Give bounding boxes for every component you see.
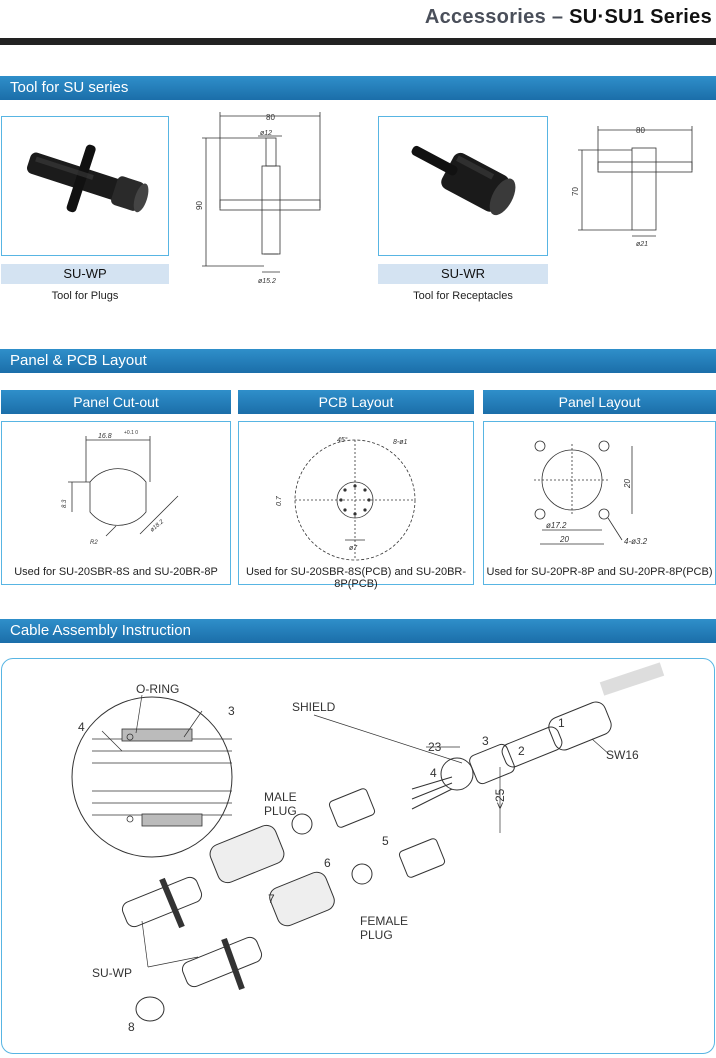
panel-layout-header: Panel Layout	[483, 390, 716, 414]
pcb-layout-caption: Used for SU-20SBR-8S(PCB) and SU-20BR-8P…	[245, 566, 467, 590]
section-header-panel: Panel & PCB Layout	[0, 349, 716, 373]
num-3-right: 3	[482, 734, 489, 748]
num-5: 5	[382, 834, 389, 848]
panel-dia: ø17.2	[546, 521, 567, 530]
su-wp-width: 80	[266, 113, 275, 122]
pcb-layout-header: PCB Layout	[238, 390, 474, 414]
su-wp-desc: Tool for Plugs	[51, 290, 119, 302]
su-wr-height: 70	[571, 187, 580, 196]
pcb-offset: 0.7	[276, 495, 283, 506]
panel-width: 20	[559, 535, 569, 544]
cutout-width-tol: +0.1 0	[124, 430, 138, 436]
panel-height: 20	[623, 479, 632, 489]
assembly-box: O-RING SHIELD MALE PLUG FEMALE PLUG SW16…	[1, 658, 715, 1054]
num-4-right: 4	[430, 766, 437, 780]
su-wp-photo	[1, 116, 169, 256]
page-title: Accessories – SU·SU1 Series	[424, 6, 712, 28]
su-wr-drawing: 80 70 ø21	[570, 120, 710, 260]
label-male-2: PLUG	[264, 804, 297, 818]
num-2: 2	[518, 744, 525, 758]
su-wp-drawing: 80 ø12 90 ø15.2	[192, 108, 342, 288]
su-wr-desc: Tool for Receptacles	[413, 290, 513, 302]
panel-holes: 4-ø3.2	[624, 537, 648, 546]
su-wp-height: 90	[195, 201, 204, 210]
cutout-width: 16.8	[98, 433, 112, 440]
su-wp-top-dia: ø12	[260, 130, 272, 137]
panel-cutout-box: 16.8 +0.1 0 8.3 ø18.2 R2	[1, 421, 231, 585]
su-wr-photo	[378, 116, 548, 256]
label-su-wp: SU-WP	[92, 966, 132, 980]
num-3-left: 3	[228, 704, 235, 718]
label-oring: O-RING	[136, 682, 179, 696]
label-shield: SHIELD	[292, 700, 336, 714]
label-sw16: SW16	[606, 748, 639, 762]
panel-cutout-header: Panel Cut-out	[1, 390, 231, 414]
num-1: 1	[558, 716, 565, 730]
su-wr-model: SU-WR	[378, 264, 548, 284]
cutout-height: 8.3	[62, 499, 68, 508]
su-wr-width: 80	[636, 126, 645, 135]
section-header-tool: Tool for SU series	[0, 76, 716, 100]
su-wp-model: SU-WP	[1, 264, 169, 284]
cutout-radius: R2	[90, 540, 98, 546]
pcb-center: ø7	[349, 545, 358, 552]
cutout-dia: ø18.2	[149, 519, 165, 534]
pcb-angle: 45°	[337, 436, 348, 444]
label-dim-25: <25	[493, 788, 507, 809]
su-wr-bottom-dia: ø21	[636, 241, 648, 248]
num-6: 6	[324, 856, 331, 870]
panel-cutout-caption: Used for SU-20SBR-8S and SU-20BR-8P	[14, 566, 218, 578]
label-female-2: PLUG	[360, 928, 393, 942]
panel-layout-box: 20 ø17.2 20 4-ø3.2	[483, 421, 716, 585]
label-dim-23: 23	[428, 740, 442, 754]
header-rule	[0, 38, 716, 45]
assembly-drawing: O-RING SHIELD MALE PLUG FEMALE PLUG SW16…	[71, 662, 665, 1034]
su-wp-bottom-dia: ø15.2	[258, 278, 276, 285]
pcb-layout-box: 45° 8-ø1 ø7 0.7	[238, 421, 474, 585]
section-header-cable: Cable Assembly Instruction	[0, 619, 716, 643]
panel-layout-caption: Used for SU-20PR-8P and SU-20PR-8P(PCB)	[486, 566, 713, 578]
label-female-1: FEMALE	[360, 914, 408, 928]
pcb-holes: 8-ø1	[393, 439, 408, 446]
label-male-1: MALE	[264, 790, 297, 804]
num-8: 8	[128, 1020, 135, 1034]
num-7: 7	[268, 892, 275, 906]
num-4-left: 4	[78, 720, 85, 734]
